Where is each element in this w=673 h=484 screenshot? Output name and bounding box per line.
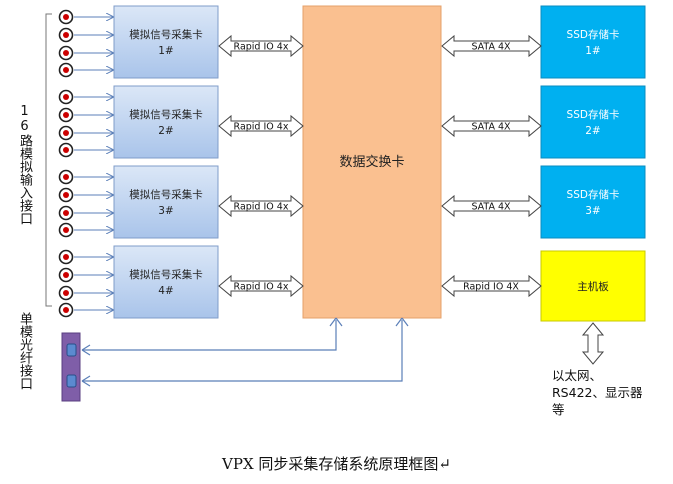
input-port-dot-8 (63, 147, 69, 153)
link-ssd-3-arrow (441, 194, 542, 218)
input-port-dot-5 (63, 94, 69, 100)
ssd-card-3-num: 3# (585, 205, 600, 217)
fiber-links (81, 317, 409, 387)
fiber-link-1 (83, 320, 337, 351)
fiber-link-1-arrow-top (329, 317, 343, 327)
analog-input-ports (58, 9, 114, 318)
fiber-link-2-arrow-top (395, 317, 409, 327)
input-port-dot-3 (63, 50, 69, 56)
acq-card-1-box (113, 5, 219, 79)
link-ssd-1-label: SATA 4X (471, 42, 511, 53)
mainboard-title: 主机板 (577, 280, 609, 293)
link-ssd-1: SATA 4X (441, 34, 542, 58)
link-ssd-1-arrow (441, 34, 542, 58)
fiber-link-1-arrow-left (81, 344, 91, 356)
link-acq-4: Rapid IO 4x (218, 274, 304, 298)
input-port-dot-7 (63, 130, 69, 136)
acq-card-3-box (113, 165, 219, 239)
input-port-dot-6 (63, 112, 69, 118)
link-acq-1: Rapid IO 4x (218, 34, 304, 58)
input-bracket (45, 13, 52, 307)
ssd-card-2-num: 2# (585, 125, 600, 137)
acq-card-4-box (113, 245, 219, 319)
ssd-card-2-box (540, 85, 646, 159)
input-port-dot-4 (63, 67, 69, 73)
switch-card: 数据交换卡 (302, 5, 442, 319)
link-acq-4-arrow (218, 274, 304, 298)
link-acq-4-label: Rapid IO 4x (234, 282, 289, 293)
link-ssd-2-label: SATA 4X (471, 122, 511, 133)
ssd-card-3-title: SSD存储卡 (567, 188, 620, 201)
acq-card-1: 模拟信号采集卡 1# (113, 5, 219, 79)
acq-card-4-title: 模拟信号采集卡 (129, 268, 203, 281)
input-port-dot-16 (63, 307, 69, 313)
fiber-connector-body (61, 332, 81, 402)
input-port-dot-10 (63, 192, 69, 198)
ssd-card-1-title: SSD存储卡 (567, 28, 620, 41)
fiber-link-2-arrow-left (81, 375, 91, 387)
ssd-card-1: SSD存储卡 1# (540, 5, 646, 79)
link-acq-3-label: Rapid IO 4x (234, 202, 289, 213)
acq-card-3-title: 模拟信号采集卡 (129, 188, 203, 201)
acq-card-2: 模拟信号采集卡 2# (113, 85, 219, 159)
acq-card-3: 模拟信号采集卡 3# (113, 165, 219, 239)
switch-card-title: 数据交换卡 (339, 154, 404, 170)
acq-card-1-title: 模拟信号采集卡 (129, 28, 203, 41)
input-port-dot-2 (63, 32, 69, 38)
acq-card-4-num: 4# (158, 285, 173, 297)
link-acq-1-arrow (218, 34, 304, 58)
ssd-card-2: SSD存储卡 2# (540, 85, 646, 159)
input-port-dot-9 (63, 174, 69, 180)
mainboard: 主机板 (540, 250, 646, 322)
acq-card-1-num: 1# (158, 45, 173, 57)
input-port-dot-1 (63, 14, 69, 20)
acq-card-3-num: 3# (158, 205, 173, 217)
link-ssd-3: SATA 4X (441, 194, 542, 218)
link-acq-3-arrow (218, 194, 304, 218)
fiber-link-2 (83, 320, 403, 382)
acq-card-2-box (113, 85, 219, 159)
switch-card-box (302, 5, 442, 319)
input-port-dot-12 (63, 227, 69, 233)
fiber-connector (61, 332, 81, 402)
acq-card-2-num: 2# (158, 125, 173, 137)
link-acq-3: Rapid IO 4x (218, 194, 304, 218)
ssd-card-3: SSD存储卡 3# (540, 165, 646, 239)
link-ssd-3-label: SATA 4X (471, 202, 511, 213)
link-acq-2-label: Rapid IO 4x (234, 122, 289, 133)
link-acq-2: Rapid IO 4x (218, 114, 304, 138)
diagram-caption: VPX 同步采集存储系统原理框图↵ (222, 455, 451, 473)
ssd-card-2-title: SSD存储卡 (567, 108, 620, 121)
input-port-dot-11 (63, 210, 69, 216)
link-mainboard-label: Rapid IO 4X (463, 282, 519, 293)
ssd-card-1-num: 1# (585, 45, 600, 57)
acq-card-2-title: 模拟信号采集卡 (129, 108, 203, 121)
input-port-dot-15 (63, 290, 69, 296)
acq-card-4: 模拟信号采集卡 4# (113, 245, 219, 319)
analog-input-label: 16路模拟输入接口 (17, 104, 32, 225)
link-ssd-2-arrow (441, 114, 542, 138)
link-mainboard: Rapid IO 4X (441, 274, 542, 298)
link-acq-1-label: Rapid IO 4x (234, 42, 289, 53)
mainboard-external-arrow (581, 322, 605, 365)
ssd-card-3-box (540, 165, 646, 239)
mainboard-box (540, 250, 646, 322)
fiber-port-1 (66, 343, 77, 357)
external-interfaces-label: 以太网、RS422、显示器等 (552, 368, 643, 417)
input-port-dot-13 (63, 254, 69, 260)
fiber-port-2 (66, 374, 77, 388)
link-mainboard-arrow (441, 274, 542, 298)
ssd-card-1-box (540, 5, 646, 79)
link-ssd-2: SATA 4X (441, 114, 542, 138)
input-port-dot-14 (63, 272, 69, 278)
fiber-interface-label: 单模光纤接口 (17, 312, 32, 390)
link-acq-2-arrow (218, 114, 304, 138)
